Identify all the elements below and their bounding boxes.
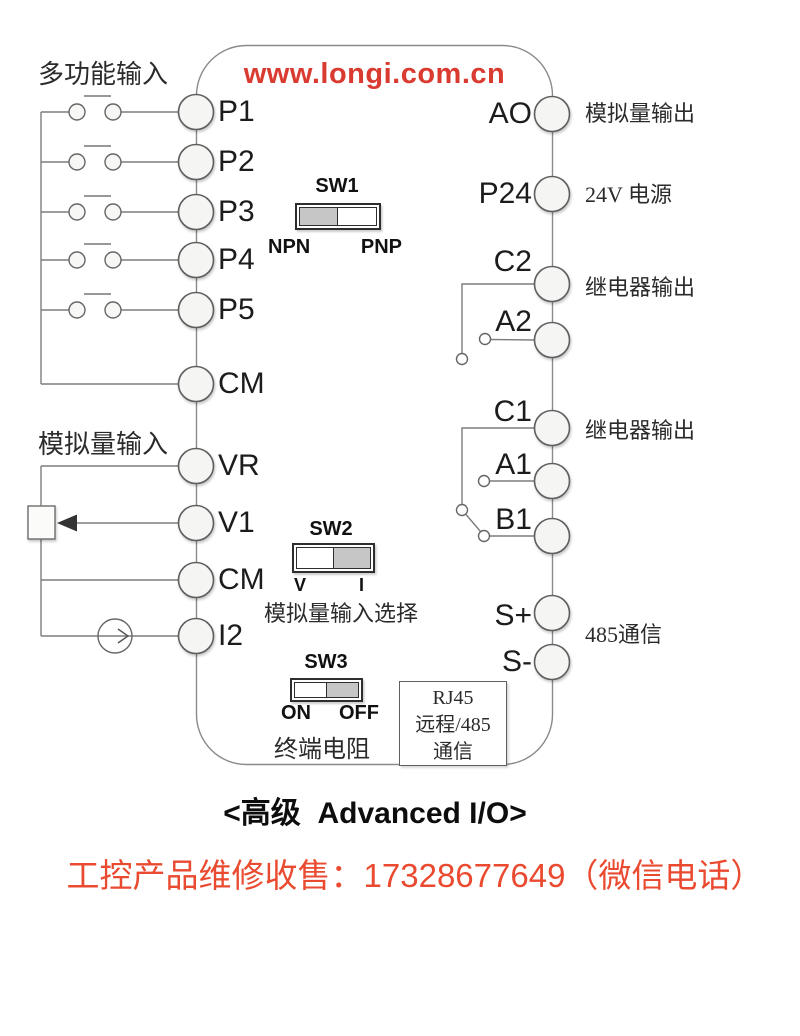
sw1-right-position	[338, 208, 376, 225]
sw2-right-label: I	[358, 575, 364, 595]
terminal-label-P2: P2	[218, 145, 255, 178]
terminal-circles	[177, 93, 571, 681]
terminal-Splus	[533, 594, 571, 632]
pushbutton-contact-icon	[68, 293, 122, 319]
sw2-position-labels: V I	[292, 575, 366, 596]
digital-input-bus	[40, 111, 179, 385]
terminal-CM2	[177, 561, 215, 599]
terminal-label-P4: P4	[218, 243, 255, 276]
multi-function-input-label: 多功能输入	[38, 60, 169, 89]
relay-contact-icon	[455, 352, 469, 366]
sw2-name: SW2	[309, 518, 353, 540]
wiper-arrow-icon	[57, 514, 77, 532]
sw3-left-label: ON	[281, 702, 311, 724]
terminal-label-B1: B1	[495, 503, 532, 536]
sw3-slider	[294, 682, 359, 698]
terminal-C1	[533, 409, 571, 447]
terminal-label-P1: P1	[218, 95, 255, 128]
website-link[interactable]: www.longi.com.cn	[243, 58, 506, 90]
sw2-caption: 模拟量输入选择	[263, 601, 418, 626]
sw3-left-position	[295, 683, 327, 697]
io-block-boundary	[195, 44, 554, 766]
relay-contact-icon	[478, 332, 492, 346]
pushbutton-contact-icon	[68, 195, 122, 221]
sw2-slider	[296, 547, 371, 569]
sw3-right-position	[326, 683, 358, 697]
rj45-line3: 通信	[433, 741, 473, 763]
terminal-label-I2: I2	[218, 619, 244, 652]
terminal-Sminus	[533, 643, 571, 681]
pushbutton-contact-icons	[68, 95, 122, 319]
sw3-right-label: OFF	[339, 702, 379, 724]
sw1-slide-switch	[295, 203, 381, 230]
desc-24v-power: 24V 电源	[585, 182, 672, 207]
sw1-right-label: PNP	[360, 236, 402, 258]
sw2-right-position	[333, 548, 370, 568]
sw1-left-position	[300, 208, 338, 225]
terminal-B1	[533, 517, 571, 555]
terminal-C2	[533, 265, 571, 303]
terminal-AO	[533, 95, 571, 133]
terminal-P3	[177, 193, 215, 231]
sw2-left-position	[297, 548, 334, 568]
terminal-label-P5: P5	[218, 293, 255, 326]
terminal-V1	[177, 504, 215, 542]
terminal-P1	[177, 93, 215, 131]
sw1-left-label: NPN	[268, 236, 311, 258]
terminal-P2	[177, 143, 215, 181]
relay-contact-icon	[477, 474, 491, 488]
terminal-label-V1: V1	[218, 506, 255, 539]
terminal-CM1	[177, 365, 215, 403]
terminal-I2	[177, 617, 215, 655]
contact-banner: 工控产品维修收售：17328677649（微信电话）	[66, 857, 764, 894]
terminal-VR	[177, 447, 215, 485]
desc-relay1-output: 继电器输出	[585, 418, 696, 443]
rj45-line2: 远程/485	[415, 714, 491, 736]
desc-analog-output: 模拟量输出	[585, 101, 696, 126]
terminal-label-Splus: S+	[494, 599, 532, 632]
sw2-slide-switch	[292, 543, 375, 573]
sw1-position-labels: NPN PNP	[268, 236, 402, 259]
relay1-contact-circuit	[455, 427, 534, 543]
sw3-name: SW3	[304, 651, 348, 673]
sw1-name: SW1	[315, 175, 359, 197]
terminal-P24	[533, 175, 571, 213]
desc-485-comm: 485通信	[585, 622, 663, 647]
analog-input-circuit	[27, 465, 179, 654]
diagram-title: <高级 Advanced I/O>	[223, 797, 527, 830]
relay2-contact-circuit	[455, 283, 535, 366]
sw2-left-label: V	[294, 575, 307, 595]
current-source-icon	[97, 618, 133, 654]
rj45-port-box: RJ45 远程/485 通信	[399, 681, 507, 766]
terminal-label-A2: A2	[495, 305, 532, 338]
terminal-label-A1: A1	[495, 448, 532, 481]
sw3-slide-switch	[290, 678, 363, 702]
relay-contact-icon	[455, 503, 469, 517]
pushbutton-contact-icon	[68, 95, 122, 121]
rj45-line1: RJ45	[432, 687, 474, 709]
terminal-label-AO: AO	[488, 97, 532, 130]
pushbutton-contact-icon	[68, 145, 122, 171]
terminal-A1	[533, 462, 571, 500]
terminal-label-P24: P24	[478, 177, 532, 210]
terminal-P4	[177, 241, 215, 279]
desc-relay2-output: 继电器输出	[585, 275, 696, 300]
terminal-label-VR: VR	[218, 449, 260, 482]
terminal-label-P3: P3	[218, 195, 255, 228]
terminal-label-CM2: CM	[218, 563, 265, 596]
potentiometer-icon	[27, 505, 56, 540]
analog-input-label: 模拟量输入	[38, 430, 169, 459]
terminal-label-Sminus: S-	[502, 645, 532, 678]
terminal-label-C1: C1	[493, 395, 532, 428]
terminal-label-C2: C2	[493, 245, 532, 278]
sw3-position-labels: ON OFF	[281, 702, 379, 725]
terminal-label-CM1: CM	[218, 367, 265, 400]
sw3-caption: 终端电阻	[274, 737, 370, 763]
sw1-slider	[299, 207, 377, 226]
terminal-P5	[177, 291, 215, 329]
terminal-A2	[533, 321, 571, 359]
relay-contact-icon	[477, 529, 491, 543]
pushbutton-contact-icon	[68, 243, 122, 269]
